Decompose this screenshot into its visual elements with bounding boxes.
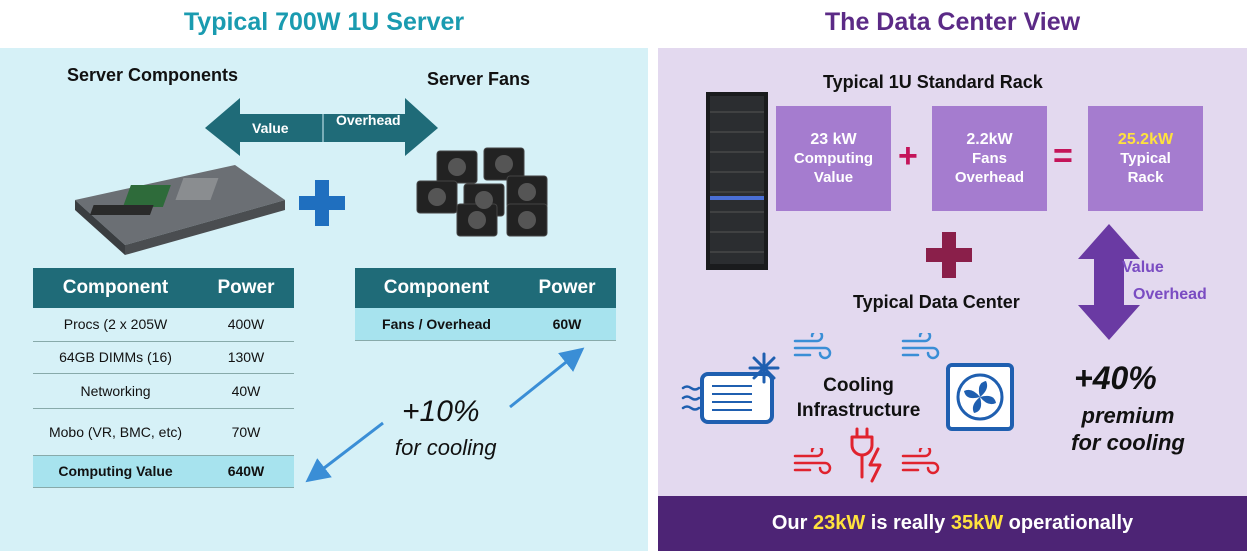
- col-header-component: Component: [355, 268, 518, 308]
- wind-icon: [793, 333, 832, 360]
- table-cell: 64GB DIMMs (16): [33, 341, 198, 374]
- plus-sign: +: [898, 137, 918, 175]
- table-row: Procs (2 x 205W 400W: [33, 308, 294, 342]
- heat-wind-icon: [793, 448, 832, 475]
- cooling-pct: +10%: [402, 395, 480, 428]
- rack-label: Typical 1U Standard Rack: [823, 72, 1043, 92]
- box-label: Fans: [971, 150, 1007, 167]
- table-row: Fans / Overhead 60W: [355, 308, 616, 341]
- table-cell: Mobo (VR, BMC, etc): [33, 408, 198, 456]
- box-value: 25.2kW: [1117, 131, 1174, 148]
- banner-highlight: 23kW: [812, 512, 866, 534]
- fans-table: Component Power Fans / Overhead 60W: [355, 268, 616, 341]
- table-row: 64GB DIMMs (16) 130W: [33, 341, 294, 374]
- equals-sign: =: [1053, 137, 1073, 175]
- table-cell: Fans / Overhead: [355, 308, 518, 341]
- value-overhead-arrow: [205, 98, 438, 156]
- right-arrow-overhead-label: Overhead: [1133, 286, 1207, 303]
- premium-line1: premium: [1081, 403, 1175, 428]
- wind-icon: [901, 333, 940, 360]
- computing-value-box: 23 kW Computing Value: [776, 106, 891, 211]
- box-label: Overhead: [954, 169, 1025, 186]
- cooling-infra-line1: Cooling: [823, 375, 894, 396]
- premium-label: premium for cooling: [1058, 402, 1198, 456]
- typical-rack-box: 25.2kW Typical Rack: [1088, 106, 1203, 211]
- box-label: Value: [813, 169, 854, 186]
- server-image: [75, 165, 285, 255]
- col-header-power: Power: [198, 268, 294, 308]
- box-value: 23 kW: [810, 131, 857, 148]
- rack-image: [706, 92, 768, 270]
- fans-image: [416, 147, 548, 237]
- banner-highlight: 35kW: [950, 512, 1004, 534]
- cooling-infra-line2: Infrastructure: [796, 400, 921, 421]
- left-title: Typical 700W 1U Server: [183, 8, 465, 36]
- data-center-label: Typical Data Center: [853, 292, 1020, 312]
- premium-line2: for cooling: [1071, 430, 1185, 455]
- table-cell: 130W: [198, 341, 294, 374]
- plus-icon: [299, 180, 345, 226]
- table-cell: Networking: [33, 373, 198, 409]
- banner-text: is really: [865, 512, 951, 534]
- box-value: 2.2kW: [966, 131, 1013, 148]
- table-cell: 60W: [518, 308, 616, 341]
- table-cell: 70W: [198, 408, 294, 456]
- heat-wind-icon: [901, 448, 940, 475]
- table-row-total: Computing Value 640W: [33, 455, 294, 488]
- ac-unit-icon: [681, 352, 780, 424]
- table-cell: 640W: [198, 455, 294, 488]
- box-label: Computing: [793, 150, 874, 167]
- cooling-infrastructure-label: Cooling Infrastructure: [790, 373, 927, 423]
- col-header-power: Power: [518, 268, 616, 308]
- arrow-overhead-label: Overhead: [336, 112, 401, 128]
- plus-icon: [926, 232, 972, 278]
- fan-icon: [946, 363, 1014, 431]
- right-title: The Data Center View: [824, 8, 1081, 36]
- power-plug-icon: [850, 427, 882, 483]
- arrow-value-label: Value: [252, 120, 289, 136]
- col-header-component: Component: [33, 268, 198, 308]
- banner-text: operationally: [1003, 512, 1134, 534]
- table-cell: Procs (2 x 205W: [33, 308, 198, 342]
- value-overhead-vertical-arrow: [1078, 224, 1140, 340]
- box-label: Typical: [1120, 150, 1171, 167]
- table-cell: 400W: [198, 308, 294, 342]
- components-table: Component Power Procs (2 x 205W 400W 64G…: [33, 268, 294, 488]
- server-fans-label: Server Fans: [427, 69, 531, 89]
- right-arrow-value-label: Value: [1122, 259, 1164, 276]
- bottom-banner: Our 23kW is really 35kW operationally: [658, 496, 1247, 551]
- box-label: Rack: [1127, 169, 1164, 186]
- table-row: Networking 40W: [33, 373, 294, 409]
- cooling-label: for cooling: [395, 435, 497, 460]
- banner-text: Our: [771, 512, 813, 534]
- table-cell: 40W: [198, 373, 294, 409]
- server-components-label: Server Components: [67, 65, 239, 85]
- table-cell: Computing Value: [33, 455, 198, 488]
- fans-overhead-box: 2.2kW Fans Overhead: [932, 106, 1047, 211]
- cooling-arrows: [305, 347, 585, 483]
- premium-pct: +40%: [1074, 360, 1157, 396]
- table-row: Mobo (VR, BMC, etc) 70W: [33, 408, 294, 456]
